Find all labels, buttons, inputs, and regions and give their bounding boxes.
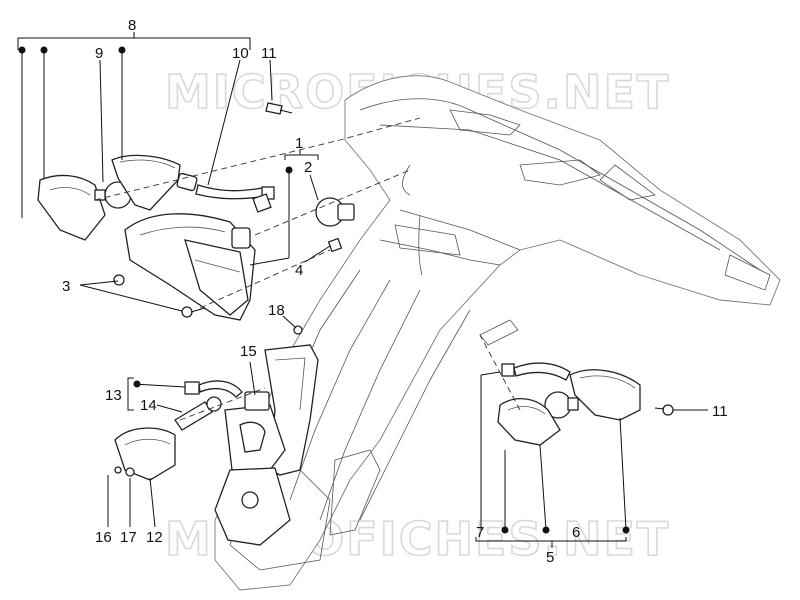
leader-group-5 — [475, 371, 630, 548]
right-turn-signal-bulb — [544, 391, 579, 419]
callout-12: 12 — [146, 529, 163, 546]
callout-1: 1 — [295, 135, 303, 152]
leader-group-3 — [79, 280, 183, 312]
screw-right-11 — [654, 404, 674, 416]
screw-top-11 — [265, 102, 293, 115]
leader-group-1 — [249, 150, 319, 266]
callout-18: 18 — [268, 302, 285, 319]
leader-15 — [249, 361, 256, 396]
right-turn-signal-lens — [497, 398, 561, 446]
assembly-line-left-signal — [94, 117, 421, 201]
callout-13: 13 — [105, 387, 122, 404]
callout-7: 7 — [476, 524, 484, 541]
assembly-line-screw-3 — [199, 249, 331, 309]
assembly-line-plate-light — [179, 387, 266, 421]
leader-12 — [149, 477, 156, 528]
right-turn-signal-socket-wire — [501, 362, 571, 381]
callout-5: 5 — [546, 549, 554, 566]
callout-14: 14 — [140, 397, 157, 414]
small-clip — [252, 193, 343, 253]
callout-10: 10 — [232, 45, 249, 62]
callout-11-right: 11 — [712, 403, 728, 420]
left-turn-signal-housing — [111, 154, 181, 211]
left-turn-signal-socket-wire — [176, 172, 275, 200]
assembly-line-tail-light — [254, 169, 411, 236]
callout-17: 17 — [120, 529, 137, 546]
plate-light-wire — [184, 380, 243, 398]
callout-11-top: 11 — [261, 45, 277, 62]
plate-light-bulb — [174, 396, 222, 431]
callout-9: 9 — [95, 45, 103, 62]
left-turn-signal-lens — [37, 174, 106, 241]
leader-group-8 — [17, 32, 251, 218]
callout-6: 6 — [572, 524, 580, 541]
tail-light-housing — [124, 213, 256, 321]
callout-15: 15 — [240, 343, 257, 360]
right-turn-signal-housing — [569, 369, 641, 421]
callout-3: 3 — [62, 278, 70, 295]
tail-light-bulb — [315, 197, 355, 227]
plate-bracket — [214, 344, 319, 546]
leader-18 — [282, 315, 297, 329]
callout-2: 2 — [304, 159, 312, 176]
callout-4: 4 — [295, 262, 303, 279]
leader-4 — [304, 245, 331, 263]
leader-11-top — [269, 59, 273, 101]
screw-3-upper — [113, 274, 125, 286]
screw-3-lower — [181, 306, 206, 318]
leader-group-13 — [127, 377, 186, 413]
callout-16: 16 — [95, 529, 112, 546]
plate-light-lens — [114, 427, 176, 481]
callout-8: 8 — [128, 17, 136, 34]
small-screw-16-17 — [114, 466, 135, 477]
